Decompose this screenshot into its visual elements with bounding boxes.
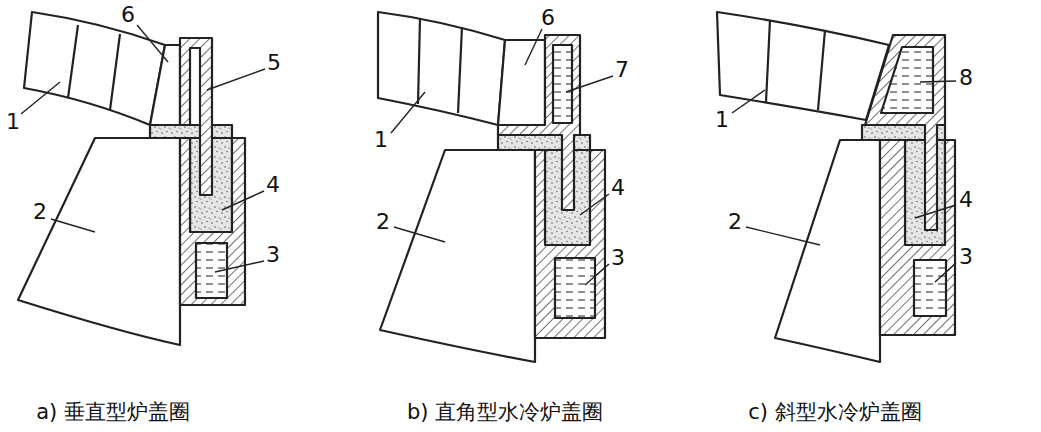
callout-number: 2 <box>33 201 47 223</box>
callout-number: 6 <box>121 4 135 26</box>
leader-line <box>566 76 613 92</box>
callout-number: 3 <box>959 246 973 268</box>
brick-joint <box>68 25 78 98</box>
roof-bricks <box>378 12 505 125</box>
leader-line <box>137 25 168 62</box>
brick-joint <box>818 30 825 110</box>
callout-number: 4 <box>959 189 973 211</box>
callout-number: 3 <box>611 247 625 269</box>
skewback-brick <box>150 45 180 125</box>
water-channel <box>553 45 572 123</box>
callout-number: 3 <box>266 244 280 266</box>
brick-joint <box>766 20 770 102</box>
panel-c <box>717 12 955 362</box>
cover-ring-plate <box>180 38 212 195</box>
subfigure-caption: c) 斜型水冷炉盖圈 <box>748 402 921 423</box>
roof-bricks <box>717 12 889 120</box>
leader-line <box>222 191 264 210</box>
leader-line <box>585 264 609 285</box>
water-box <box>881 47 933 113</box>
leader-line <box>215 261 264 272</box>
furnace-wall <box>380 150 535 362</box>
callout-number: 1 <box>6 111 20 133</box>
leader-line <box>207 69 265 90</box>
brick-joint <box>458 27 462 113</box>
furnace-wall <box>18 138 180 345</box>
roof-bricks <box>24 12 165 125</box>
leader-line <box>391 92 425 133</box>
panel-b <box>378 12 605 362</box>
callout-number: 6 <box>541 7 555 29</box>
sand-trough <box>880 140 955 335</box>
leader-line <box>21 82 60 114</box>
brick-joint <box>110 34 120 110</box>
callout-number: 4 <box>266 174 280 196</box>
callout-number: 8 <box>959 67 973 89</box>
water-jacket <box>555 258 595 318</box>
subfigure-caption: b) 直角型水冷炉盖圈 <box>407 402 603 423</box>
leader-line <box>394 227 445 242</box>
leader-lines <box>21 25 956 285</box>
leader-line <box>51 219 95 232</box>
leader-line <box>915 205 956 218</box>
subfigure-caption: a) 垂直型炉盖圈 <box>36 402 190 423</box>
leader-line <box>920 81 956 82</box>
leader-line <box>732 90 765 113</box>
callout-number: 1 <box>715 109 729 131</box>
leader-line <box>525 29 542 65</box>
water-jacket <box>914 260 946 316</box>
callout-number: 4 <box>611 177 625 199</box>
callout-number: 2 <box>376 211 390 233</box>
leader-line <box>580 194 609 215</box>
callout-number: 1 <box>374 129 388 151</box>
callout-number: 7 <box>615 59 629 81</box>
brick-joint <box>418 18 420 104</box>
skewback-brick <box>498 40 545 125</box>
leader-line <box>935 263 956 282</box>
cover-ring-plate <box>498 35 580 210</box>
panel-a <box>18 12 245 345</box>
furnace-wall <box>775 140 880 362</box>
callout-number: 2 <box>728 211 742 233</box>
cover-ring-box <box>865 35 945 230</box>
callout-number: 5 <box>267 52 281 74</box>
leader-line <box>746 227 820 245</box>
